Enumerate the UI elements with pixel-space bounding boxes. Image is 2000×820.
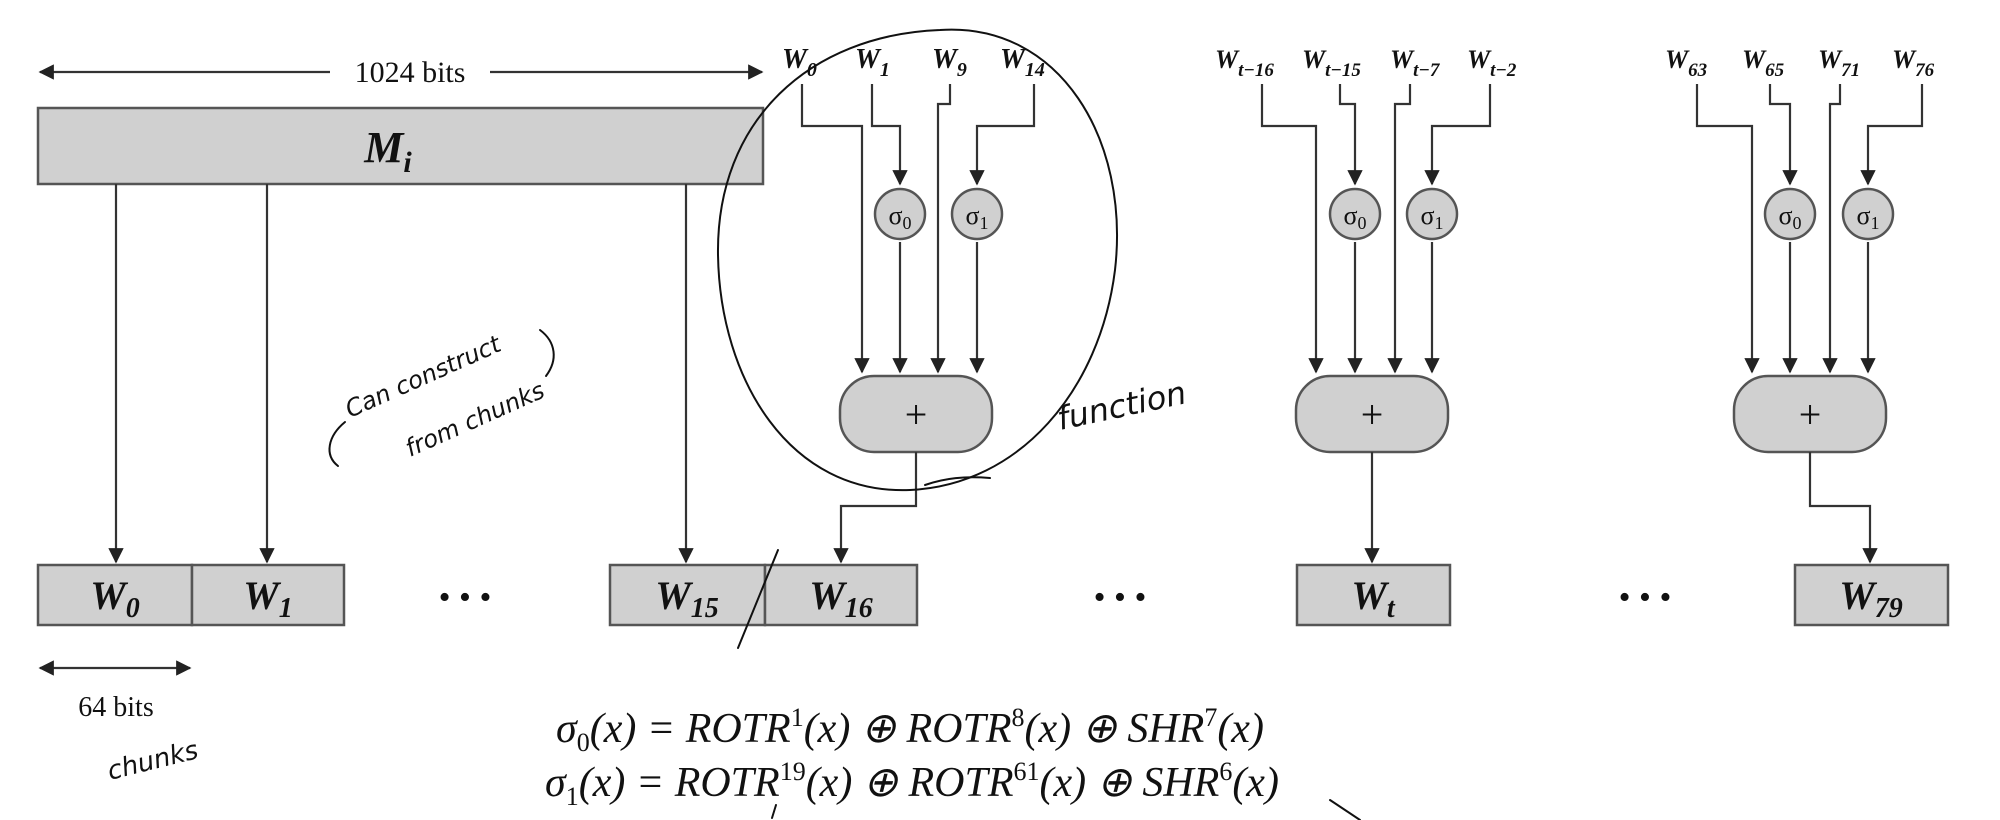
sigma0-unit: σ0: [1763, 187, 1817, 241]
block3-input-b: W65: [1742, 45, 1785, 81]
svg-text:+: +: [905, 392, 928, 437]
svg-text:+: +: [1361, 392, 1384, 437]
svg-text:σ0: σ0: [888, 201, 911, 233]
word-w79: W79: [1793, 563, 1950, 627]
sigma1-formula: σ1(x) = ROTR19(x) ⊕ ROTR61(x) ⊕ SHR6(x): [545, 757, 1279, 811]
ellipsis-1: • • •: [439, 579, 492, 616]
hand-circle: [716, 28, 1118, 492]
hand-underline: [924, 476, 991, 486]
svg-text:σ1: σ1: [965, 201, 988, 233]
sigma1-unit: σ1: [950, 187, 1004, 241]
sigma0-formula: σ0(x) = ROTR1(x) ⊕ ROTR8(x) ⊕ SHR7(x): [556, 703, 1264, 757]
svg-text:W16: W16: [809, 573, 873, 624]
hand-slash: [737, 549, 779, 649]
block2-input-c: Wt−7: [1390, 45, 1441, 81]
svg-text:W1: W1: [243, 573, 293, 624]
word-w0: W0: [36, 563, 194, 627]
word-w16: W16: [763, 563, 919, 627]
block2-input-d: Wt−2: [1467, 45, 1517, 81]
schedule-block-3: W63 W65 W71 W76 σ0 σ1 +: [1665, 45, 1935, 564]
block1-input-c: W9: [932, 44, 967, 81]
svg-text:σ1: σ1: [1420, 201, 1443, 233]
hand-paren-left: [328, 421, 346, 467]
schedule-block-1: W0 W1 W9 W14 σ0 σ1 +: [782, 44, 1045, 564]
hand-paren-right: [539, 329, 555, 377]
block1-input-b: W1: [855, 44, 890, 81]
block3-input-d: W76: [1892, 45, 1935, 81]
svg-text:+: +: [1799, 392, 1822, 437]
word-boxes: W0 W1 • • • W15 W16 • • • Wt • • • W79: [36, 563, 1950, 627]
hand-tail: [1329, 799, 1361, 820]
sigma1-unit: σ1: [1405, 187, 1459, 241]
chunk-width-dimension: 64 bits: [38, 660, 192, 723]
sigma0-unit: σ0: [1328, 187, 1382, 241]
block3-input-c: W71: [1818, 45, 1860, 81]
svg-text:σ0: σ0: [1343, 201, 1366, 233]
block1-input-a: W0: [782, 44, 817, 81]
message-width-label: 1024 bits: [355, 56, 466, 89]
chunks-annotation: chunks: [104, 735, 201, 786]
chunk-width-label: 64 bits: [78, 692, 153, 723]
block2-input-a: Wt−16: [1215, 45, 1274, 81]
ellipsis-3: • • •: [1619, 579, 1672, 616]
schedule-block-2: Wt−16 Wt−15 Wt−7 Wt−2 σ0 σ1 +: [1215, 45, 1517, 564]
block3-input-a: W63: [1665, 45, 1707, 81]
sigma-formulas: σ0(x) = ROTR1(x) ⊕ ROTR8(x) ⊕ SHR7(x) σ1…: [545, 703, 1279, 811]
adder-1: +: [838, 374, 994, 454]
svg-text:σ0: σ0: [1778, 201, 1801, 233]
word-w1: W1: [190, 563, 346, 627]
ellipsis-2: • • •: [1094, 579, 1147, 616]
adder-2: +: [1294, 374, 1450, 454]
svg-text:σ1: σ1: [1856, 201, 1879, 233]
sigma0-unit: σ0: [873, 187, 927, 241]
message-block-label: Mi: [363, 123, 412, 179]
function-annotation: function: [1054, 373, 1190, 437]
message-to-word-arrows: [108, 184, 694, 564]
svg-text:Wt: Wt: [1351, 573, 1396, 624]
word-wt: Wt: [1295, 563, 1452, 627]
svg-text:W79: W79: [1839, 573, 1903, 624]
adder-3: +: [1732, 374, 1888, 454]
svg-text:W15: W15: [655, 573, 719, 624]
svg-text:W0: W0: [90, 573, 140, 624]
block1-input-d: W14: [1000, 44, 1045, 81]
message-block: Mi: [36, 106, 765, 186]
block2-input-b: Wt−15: [1302, 45, 1361, 81]
word-w15: W15: [608, 563, 767, 627]
hand-tick: [771, 804, 777, 819]
sigma1-unit: σ1: [1841, 187, 1895, 241]
message-width-dimension: 1024 bits: [38, 56, 764, 89]
